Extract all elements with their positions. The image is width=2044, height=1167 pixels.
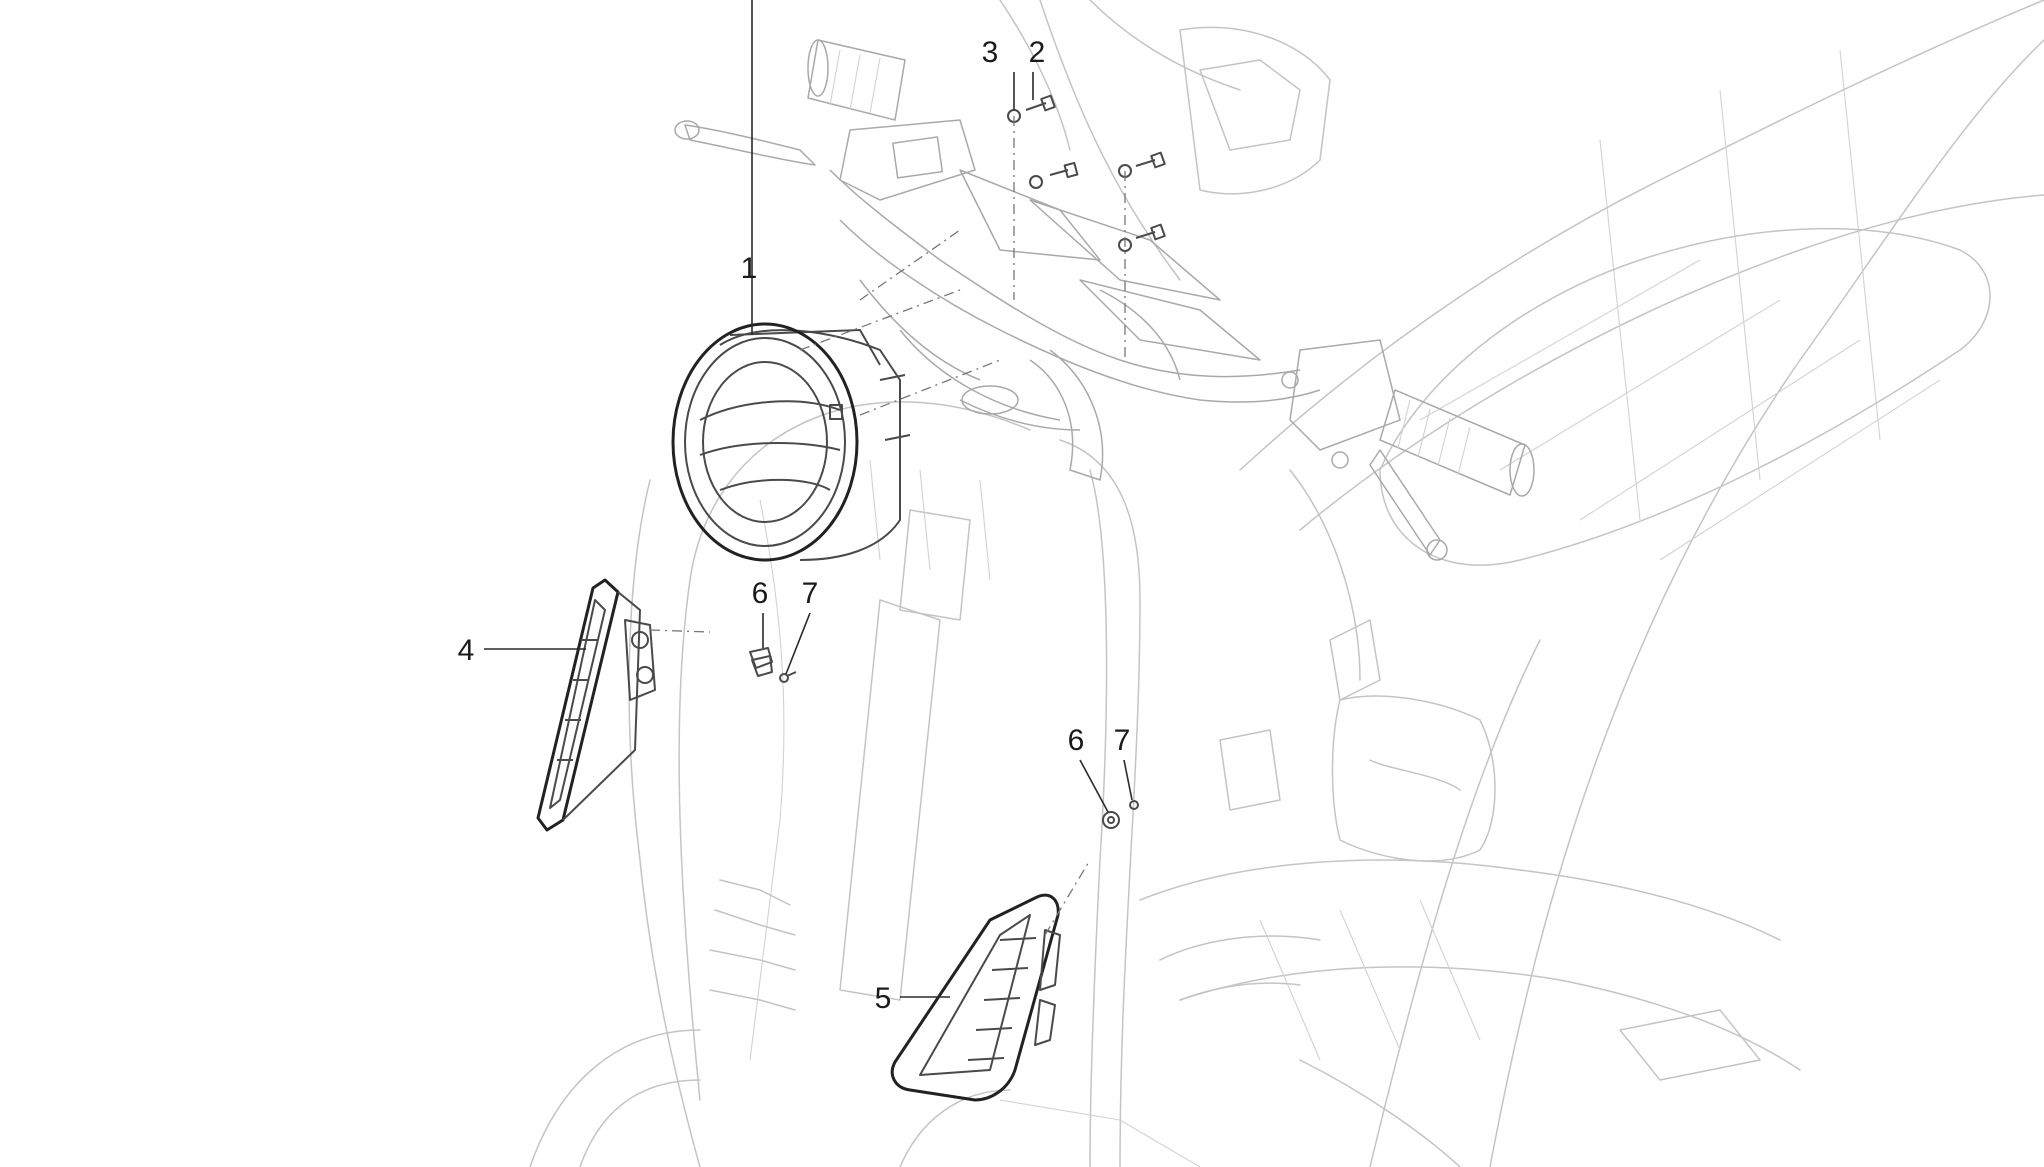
assembly-lines [649,116,1126,936]
right-indicator-5 [890,893,1061,1102]
callout-7-upper: 7 [802,577,819,610]
fasteners-6-7 [749,647,1139,829]
callout-6-lower: 6 [1068,724,1085,757]
handlebar-assembly [674,39,1535,561]
scooter-body-ghost [529,0,2044,1167]
screws-washers-2-3 [1007,94,1166,252]
left-indicator-4 [536,578,656,832]
callout-labels: 1 2 3 4 5 6 7 6 7 [458,36,1131,1015]
headlight-unit-1 [671,322,911,562]
leader-lines [484,0,1133,998]
callout-7-lower: 7 [1114,724,1131,757]
callout-3: 3 [982,36,999,69]
callout-4: 4 [458,634,475,667]
callout-5: 5 [875,982,892,1015]
callout-6-upper: 6 [752,577,769,610]
callout-1: 1 [741,252,758,285]
callout-2: 2 [1029,36,1046,69]
